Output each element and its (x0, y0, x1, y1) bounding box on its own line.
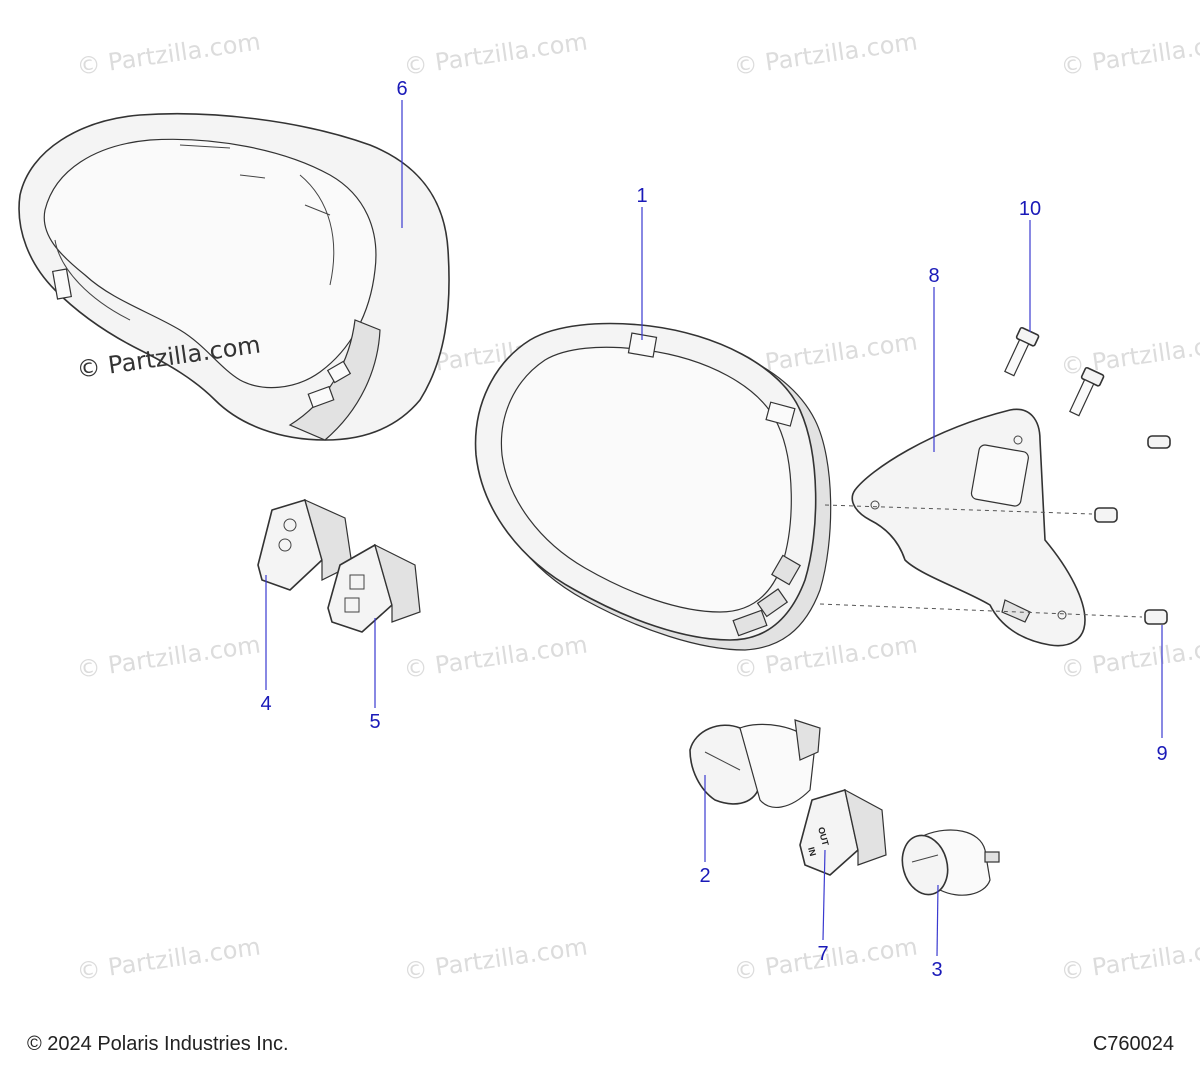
callout-3: 3 (931, 959, 942, 981)
watermark: © Partzilla.com (1059, 27, 1200, 81)
part-5-rocker-switch (327, 543, 421, 633)
watermark: © Partzilla.com (75, 27, 262, 81)
callout-1: 1 (636, 185, 647, 207)
callout-10: 10 (1019, 198, 1041, 220)
switch-out-label: OUT (816, 826, 831, 847)
callout-2: 2 (699, 865, 710, 887)
diagram-code: C760024 (1092, 1033, 1174, 1055)
part-4-rocker-switch (257, 498, 353, 591)
part-10-bolts (1004, 326, 1105, 417)
callouts: 6 1 8 10 9 4 5 2 7 3 (260, 78, 1167, 981)
part-1-instrument-cluster (474, 322, 832, 651)
callout-9: 9 (1156, 743, 1167, 765)
part-6-cluster-hood (18, 112, 450, 441)
leader-lines (265, 100, 1163, 957)
watermark: © Partzilla.com (75, 932, 262, 986)
part-8-bracket (851, 408, 1086, 647)
watermark: © Partzilla.com (1059, 630, 1200, 684)
watermark: © Partzilla.com (732, 27, 919, 81)
switch-in-label: IN (806, 846, 818, 857)
callout-7: 7 (817, 943, 828, 965)
callout-4: 4 (260, 693, 271, 715)
watermark: © Partzilla.com (1059, 932, 1200, 986)
part-2-ignition-switch (689, 719, 821, 808)
part-9-fasteners (819, 435, 1171, 625)
watermark: © Partzilla.com (75, 630, 262, 684)
callout-8: 8 (928, 265, 939, 287)
watermark: © Partzilla.com (1059, 327, 1200, 381)
copyright-text: © 2024 Polaris Industries Inc. (27, 1033, 289, 1055)
callout-5: 5 (369, 711, 380, 733)
watermark: © Partzilla.com (402, 630, 589, 684)
part-3-power-outlet (901, 829, 1000, 896)
watermark: © Partzilla.com (402, 932, 589, 986)
watermark: © Partzilla.com (402, 27, 589, 81)
part-7-rocker-switch: OUT IN (799, 788, 887, 876)
callout-6: 6 (396, 78, 407, 100)
